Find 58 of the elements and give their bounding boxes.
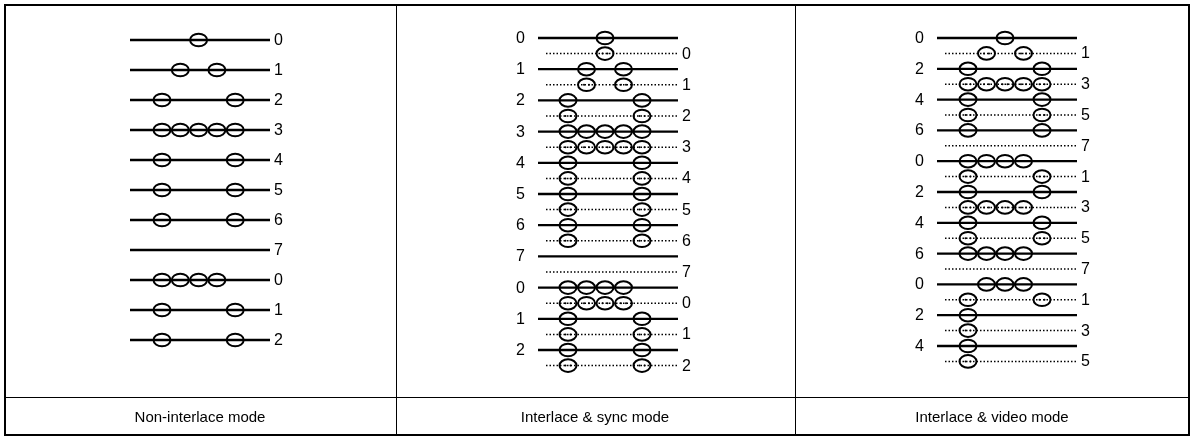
line-number: 0 (682, 295, 691, 312)
line-number: 0 (274, 272, 283, 288)
line-number: 5 (1081, 230, 1090, 247)
line-number: 1 (682, 326, 691, 343)
line-number: 1 (274, 62, 283, 78)
line-number: 4 (274, 152, 283, 168)
line-number: 3 (682, 139, 691, 156)
line-number: 7 (682, 264, 691, 280)
line-number: 3 (1081, 76, 1090, 93)
line-number: 0 (682, 45, 691, 62)
line-number: 6 (274, 212, 283, 228)
line-number: 7 (1081, 137, 1090, 154)
line-number: 5 (516, 186, 525, 202)
line-number: 0 (915, 276, 924, 293)
line-number: 4 (516, 154, 525, 171)
line-number: 4 (915, 91, 924, 108)
line-number: 2 (274, 92, 283, 108)
mode-caption: Non-interlace mode (134, 408, 266, 426)
line-number: 5 (1081, 353, 1090, 370)
line-number: 2 (915, 307, 924, 324)
line-number: 0 (516, 279, 525, 296)
line-number: 5 (274, 182, 283, 198)
line-number: 0 (915, 30, 924, 46)
line-number: 2 (682, 357, 691, 374)
line-number: 6 (516, 217, 525, 234)
line-number: 2 (682, 108, 691, 124)
line-number: 3 (516, 123, 525, 140)
line-number: 7 (274, 242, 283, 258)
line-number: 2 (516, 92, 525, 109)
line-number: 1 (1081, 168, 1090, 185)
line-number: 3 (274, 122, 283, 138)
line-number: 2 (915, 60, 924, 77)
line-number: 2 (915, 184, 924, 200)
line-number: 7 (516, 248, 525, 265)
line-number: 4 (682, 170, 691, 187)
line-number: 1 (682, 76, 691, 93)
line-number: 5 (1081, 107, 1090, 123)
line-number: 0 (915, 153, 924, 170)
mode-caption: Interlace & video mode (915, 408, 1069, 426)
mode-caption: Interlace & sync mode (520, 408, 670, 426)
line-number: 1 (516, 310, 525, 327)
line-number: 4 (915, 338, 924, 354)
line-number: 4 (915, 214, 924, 231)
line-number: 3 (1081, 322, 1090, 339)
line-number: 7 (1081, 261, 1090, 277)
line-number: 6 (682, 232, 691, 249)
line-number: 1 (1081, 45, 1090, 62)
line-number: 3 (1081, 199, 1090, 216)
line-number: 1 (516, 61, 525, 78)
line-number: 6 (915, 122, 924, 139)
line-number: 6 (915, 245, 924, 262)
line-number: 1 (1081, 291, 1090, 308)
line-number: 0 (516, 30, 525, 46)
line-number: 5 (682, 201, 691, 218)
line-number: 1 (274, 302, 283, 318)
line-number: 2 (516, 342, 525, 358)
line-number: 2 (274, 332, 283, 348)
line-number: 0 (274, 32, 283, 48)
